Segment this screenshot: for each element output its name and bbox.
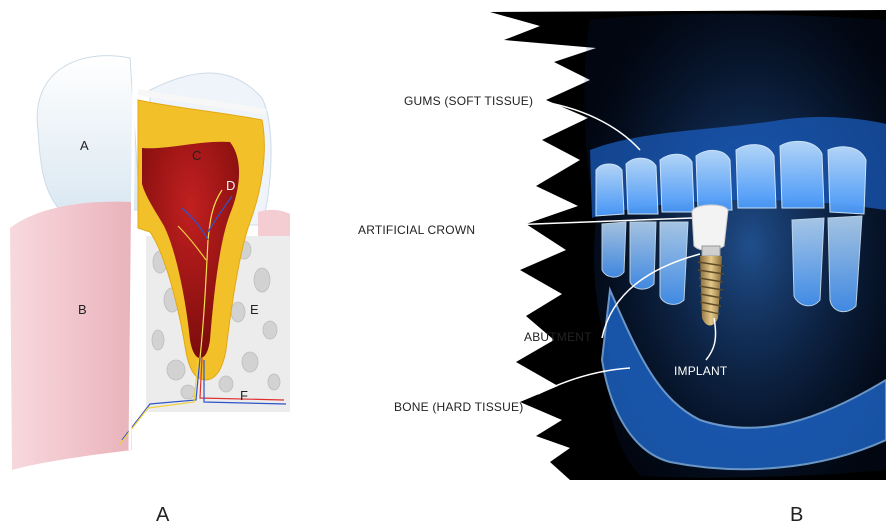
label-e: E	[250, 302, 259, 317]
label-b: B	[78, 302, 87, 317]
abutment	[702, 246, 720, 256]
gum-block-front	[10, 202, 132, 470]
label-implant: IMPLANT	[674, 364, 727, 378]
label-abutment: ABUTMENT	[524, 330, 592, 344]
implant-xray-illustration	[340, 0, 886, 531]
label-f: F	[240, 388, 248, 403]
label-d: D	[226, 178, 235, 193]
label-bone: BONE (HARD TISSUE)	[394, 400, 523, 414]
implant-xray-panel: GUMS (SOFT TISSUE) ARTIFICIAL CROWN ABUT…	[340, 0, 886, 531]
label-gums: GUMS (SOFT TISSUE)	[404, 94, 533, 108]
panel-a-caption: A	[156, 504, 169, 527]
artificial-crown	[692, 205, 728, 251]
enamel-crown-left	[37, 56, 140, 210]
label-c: C	[192, 148, 201, 163]
tooth-anatomy-panel: A B C D E F	[0, 0, 330, 531]
label-a: A	[80, 138, 89, 153]
panel-b-caption: B	[790, 504, 803, 527]
tooth-cross-section-illustration	[0, 0, 330, 531]
label-artificial-crown: ARTIFICIAL CROWN	[358, 223, 475, 237]
